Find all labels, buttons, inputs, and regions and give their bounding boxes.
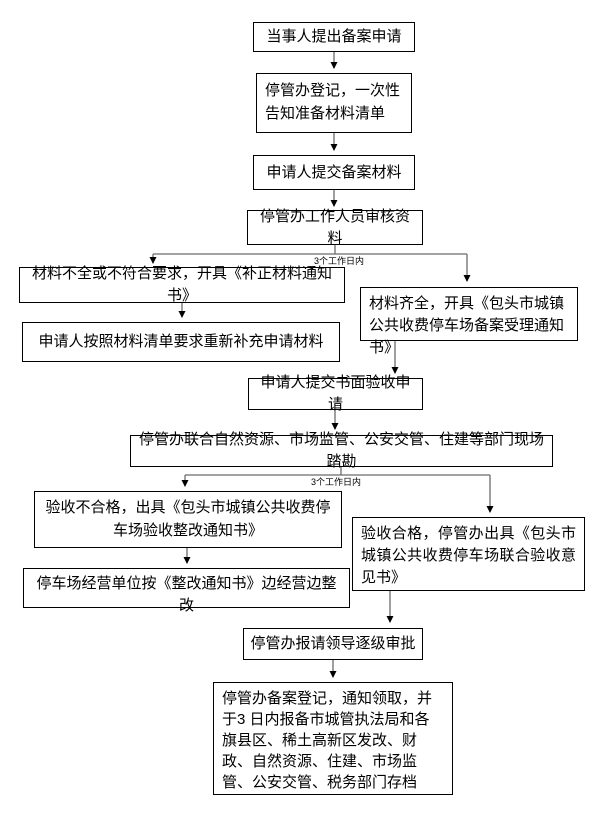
node-submit-materials: 申请人提交备案材料 <box>253 155 415 190</box>
node-resupplement-materials: 申请人按照材料清单要求重新补充申请材料 <box>22 322 340 362</box>
node-register-inform: 停管办登记，一次性告知准备材料清单 <box>256 73 412 133</box>
node-rectify-while-operating: 停车场经营单位按《整改通知书》边经营边整改 <box>23 568 350 614</box>
node-joint-site-survey: 停管办联合自然资源、市场监管、公安交管、住建等部门现场踏勘 <box>130 431 553 470</box>
node-acceptance-failed: 验收不合格，出具《包头市城镇公共收费停车场验收整改通知书》 <box>34 491 342 548</box>
node-written-acceptance-request: 申请人提交书面验收申请 <box>248 374 423 413</box>
node-acceptance-passed: 验收合格，停管办出具《包头市城镇公共收费停车场联合验收意见书》 <box>352 517 585 591</box>
node-apply: 当事人提出备案申请 <box>253 22 415 52</box>
node-review-materials: 停管办工作人员审核资料 <box>247 208 423 247</box>
node-leadership-approval: 停管办报请领导逐级审批 <box>243 628 423 660</box>
deadline-label-review: 3个工作日内 <box>314 256 365 266</box>
node-materials-complete: 材料齐全，开具《包头市城镇公共收费停车场备案受理通知书》 <box>360 287 578 356</box>
deadline-label-survey: 3个工作日内 <box>311 477 362 487</box>
node-filing-archive: 停管办备案登记，通知领取，并于3 日内报备市城管执法局和各旗县区、稀土高新区发改… <box>213 682 453 795</box>
node-materials-incomplete: 材料不全或不符合要求，开具《补正材料通知书》 <box>19 265 345 304</box>
